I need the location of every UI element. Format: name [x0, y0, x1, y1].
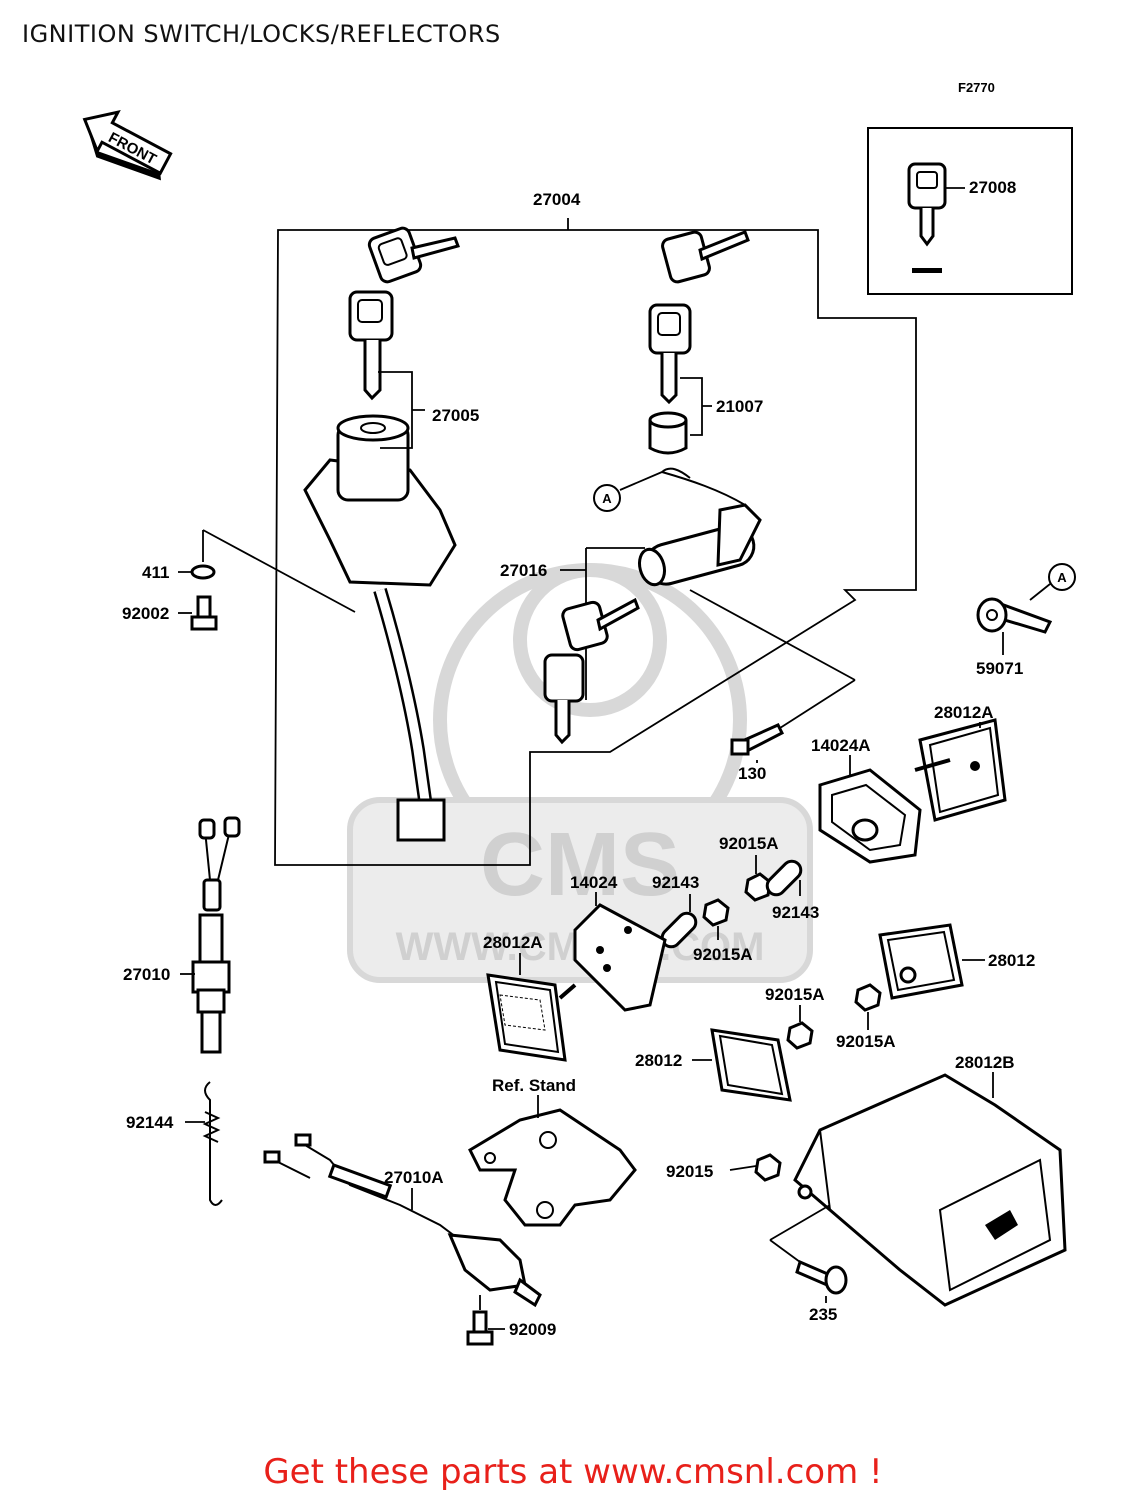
reflector-housing-14024A-icon [818, 768, 922, 864]
label-ref-stand: Ref. Stand [492, 1076, 576, 1095]
figure-code: F2770 [958, 80, 995, 95]
nut-92015-icon [754, 1153, 782, 1182]
svg-text:A: A [1057, 570, 1067, 585]
label-27010: 27010 [123, 965, 170, 984]
reflector-28012A-left-icon [486, 973, 577, 1062]
reflector-28012-mid-icon [710, 1028, 792, 1102]
rear-reflector-28012B-icon [793, 1073, 1067, 1307]
label-92144: 92144 [126, 1113, 174, 1132]
set-27004-outline [274, 229, 917, 866]
nut-92015A-icon [854, 983, 882, 1012]
label-92015A-a: 92015A [719, 834, 779, 853]
stand-switch-27010A-icon [263, 1133, 542, 1308]
label-27010A: 27010A [384, 1168, 444, 1187]
ignition-keys-icon [348, 226, 460, 401]
reflector-28012A-icon [914, 718, 1007, 822]
label-27005: 27005 [432, 406, 479, 425]
screw-130-icon [730, 723, 785, 756]
exploded-parts-diagram: CMS WWW.CMSNL.COM F2770 FRONT [82, 80, 1076, 1346]
nut-92015A-icon [702, 898, 730, 927]
spacer-92143-icon [765, 859, 803, 897]
screw-235-icon [795, 1259, 848, 1295]
label-28012-right: 28012 [988, 951, 1035, 970]
key-27008-box [867, 127, 1073, 295]
reference-a-marker: A [1048, 563, 1076, 591]
label-21007: 21007 [716, 397, 763, 416]
seat-lock-keys-icon [648, 230, 750, 455]
helmet-lock-keys-icon [543, 597, 640, 745]
label-92015: 92015 [666, 1162, 713, 1181]
label-235: 235 [809, 1305, 837, 1324]
nut-92015A-icon [786, 1021, 814, 1050]
page-title: IGNITION SWITCH/LOCKS/REFLECTORS [22, 20, 501, 48]
label-92143-b: 92143 [772, 903, 819, 922]
label-92015A-c: 92015A [765, 985, 825, 1004]
label-14024A: 14024A [811, 736, 871, 755]
label-92015A-b: 92015A [693, 945, 753, 964]
label-130: 130 [738, 764, 766, 783]
nut-92015A-icon [744, 872, 772, 902]
label-92009: 92009 [509, 1320, 556, 1339]
spring-92144-icon [202, 1081, 223, 1206]
washer-411-icon [190, 564, 216, 580]
label-27004: 27004 [533, 190, 581, 209]
svg-text:A: A [602, 491, 612, 506]
front-arrow-icon: FRONT [82, 110, 173, 181]
label-27016: 27016 [500, 561, 547, 580]
cable-holder-59071-icon [976, 597, 1053, 634]
stand-bracket-icon [468, 1108, 637, 1227]
ignition-switch-icon [303, 414, 457, 842]
bolt-92002-icon [190, 595, 218, 631]
label-28012B: 28012B [955, 1053, 1015, 1072]
label-411: 411 [142, 563, 169, 582]
reference-a-marker: A [593, 484, 621, 512]
label-28012-mid: 28012 [635, 1051, 682, 1070]
reflector-28012-right-icon [878, 923, 964, 1000]
footer-cta-link[interactable]: Get these parts at www.cmsnl.com ! [263, 1452, 883, 1492]
screw-92009-icon [466, 1310, 494, 1346]
reflector-housing-14024-icon [573, 903, 667, 1012]
label-92002: 92002 [122, 604, 169, 623]
label-28012A-left: 28012A [483, 933, 543, 952]
key-icon [907, 162, 947, 273]
label-14024: 14024 [570, 873, 618, 892]
label-59071: 59071 [976, 659, 1023, 678]
neutral-switch-27010-icon [191, 816, 241, 1054]
helmet-lock-icon [638, 467, 762, 587]
label-92015A-d: 92015A [836, 1032, 896, 1051]
label-28012A-top: 28012A [934, 703, 994, 722]
label-92143-a: 92143 [652, 873, 699, 892]
label-27008: 27008 [969, 178, 1016, 197]
